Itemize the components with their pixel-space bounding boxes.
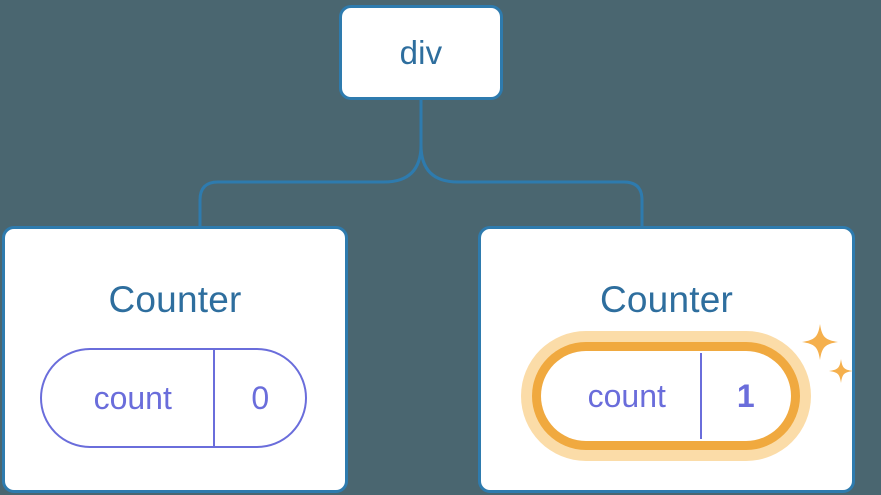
state-pill-right-glow: count 1 — [521, 331, 811, 461]
state-pill-left-value: 0 — [213, 350, 305, 446]
state-pill-left[interactable]: count 0 — [40, 348, 307, 448]
connector-root-to-left — [198, 98, 423, 228]
state-pill-right-body: count 1 — [541, 351, 791, 441]
state-pill-left-key: count — [93, 380, 172, 416]
state-pill-left-body: count 0 — [40, 348, 307, 448]
node-div-label: div — [399, 34, 443, 71]
node-counter-left-label: Counter — [108, 279, 242, 320]
node-div[interactable]: div — [339, 5, 503, 100]
state-pill-right[interactable]: count 1 — [521, 331, 811, 461]
connector-root-to-right — [419, 98, 644, 228]
state-pill-right-key: count — [587, 378, 666, 414]
state-pill-right-ring: count 1 — [532, 342, 800, 450]
state-pill-right-value: 1 — [700, 353, 789, 439]
node-counter-right-label: Counter — [599, 279, 734, 320]
